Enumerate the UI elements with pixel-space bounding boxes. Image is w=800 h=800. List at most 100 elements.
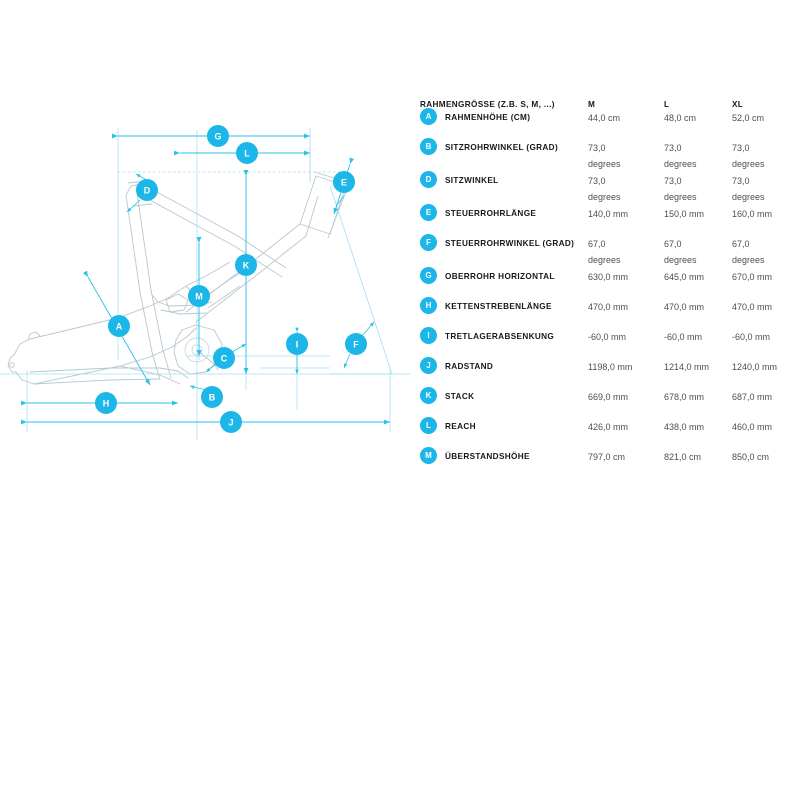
value-text: -60,0 mm xyxy=(664,332,703,342)
marker-circle xyxy=(201,386,223,408)
row-label-text: OBERROHR HORIZONTAL xyxy=(445,272,555,281)
value-cell-xl: 470,0 mm xyxy=(732,298,790,328)
diagram-marker-h: H xyxy=(95,392,117,414)
value-text: 470,0 mm xyxy=(732,302,773,312)
leader-C xyxy=(205,343,247,373)
value-text: 73,0 degrees xyxy=(588,143,621,169)
value-text: 821,0 cm xyxy=(664,452,702,462)
table-row: H KETTENSTREBENLÄNGE 470,0 mm 470,0 mm 470,0… xyxy=(420,297,790,328)
value-text: 73,0 degrees xyxy=(588,176,621,202)
marker-circle xyxy=(136,179,158,201)
diagram-marker-e: E xyxy=(333,171,355,193)
value-cell-m: 140,0 mm xyxy=(588,205,664,235)
value-cell-xl: 460,0 mm xyxy=(732,418,790,448)
diagram-marker-l: L xyxy=(236,142,258,164)
value-text: 470,0 mm xyxy=(664,302,705,312)
value-text: 73,0 degrees xyxy=(732,143,765,169)
marker-letter: D xyxy=(144,185,151,195)
diagram-marker-c: C xyxy=(213,347,235,369)
row-badge-f: F xyxy=(420,234,437,251)
row-label-cell: I TRETLAGERABSENKUNG xyxy=(420,327,588,358)
marker-letter: H xyxy=(103,398,110,408)
value-cell-m: 67,0 degrees xyxy=(588,235,664,268)
row-label-cell: L REACH xyxy=(420,417,588,448)
value-text: 678,0 mm xyxy=(664,392,705,402)
value-text: 150,0 mm xyxy=(664,209,705,219)
marker-circle xyxy=(220,411,242,433)
value-cell-xl: 687,0 mm xyxy=(732,388,790,418)
marker-circle xyxy=(286,333,308,355)
value-text: 460,0 mm xyxy=(732,422,773,432)
value-cell-l: 73,0 degrees xyxy=(664,172,732,205)
diagram-marker-b: B xyxy=(201,386,223,408)
value-cell-l: 438,0 mm xyxy=(664,418,732,448)
value-cell-l: 678,0 mm xyxy=(664,388,732,418)
value-text: 48,0 cm xyxy=(664,113,697,123)
value-cell-l: 67,0 degrees xyxy=(664,235,732,268)
value-text: 1198,0 mm xyxy=(588,362,633,372)
row-badge-h: H xyxy=(420,297,437,314)
value-cell-l: 73,0 degrees xyxy=(664,139,732,172)
row-label-text: STEUERROHRWINKEL (GRAD) xyxy=(445,239,575,248)
value-cell-xl: 73,0 degrees xyxy=(732,172,790,205)
leader-E xyxy=(335,195,345,207)
row-label-text: RADSTAND xyxy=(445,362,494,371)
value-cell-l: 645,0 mm xyxy=(664,268,732,298)
table-row: I TRETLAGERABSENKUNG -60,0 mm -60,0 mm -60,0… xyxy=(420,327,790,358)
value-text: 438,0 mm xyxy=(664,422,705,432)
marker-letter: B xyxy=(209,392,216,402)
value-text: 67,0 degrees xyxy=(664,239,697,265)
marker-circle xyxy=(213,347,235,369)
row-badge-l: L xyxy=(420,417,437,434)
value-text: -60,0 mm xyxy=(588,332,627,342)
value-text: 73,0 degrees xyxy=(732,176,765,202)
diagram-marker-f: F xyxy=(345,333,367,355)
header-size-m: M xyxy=(588,100,596,109)
row-badge-i: I xyxy=(420,327,437,344)
header-size-l: L xyxy=(664,100,670,109)
value-cell-m: 470,0 mm xyxy=(588,298,664,328)
diagram-marker-i: I xyxy=(286,333,308,355)
marker-letter: A xyxy=(116,321,123,331)
value-cell-xl: 850,0 cm xyxy=(732,448,790,478)
marker-circle xyxy=(235,254,257,276)
row-label-cell: G OBERROHR HORIZONTAL xyxy=(420,267,588,298)
value-text: 470,0 mm xyxy=(588,302,629,312)
marker-letter: E xyxy=(341,177,347,187)
row-label-cell: D SITZWINKEL xyxy=(420,171,588,205)
value-cell-l: 821,0 cm xyxy=(664,448,732,478)
row-label-text: TRETLAGERABSENKUNG xyxy=(445,332,555,341)
diagram-marker-d: D xyxy=(136,179,158,201)
marker-letter: K xyxy=(243,260,250,270)
table-header-row: RAHMENGRÖSSE (Z.B. S, M, ...) M L XL xyxy=(420,100,790,109)
value-cell-l: 150,0 mm xyxy=(664,205,732,235)
head-angle-line xyxy=(329,185,393,375)
marker-letter: F xyxy=(353,339,359,349)
row-label-text: REACH xyxy=(445,422,476,431)
value-text: 1214,0 mm xyxy=(664,362,710,372)
value-cell-xl: 52,0 cm xyxy=(732,109,790,139)
row-label-text: SITZWINKEL xyxy=(445,176,499,185)
row-badge-g: G xyxy=(420,267,437,284)
value-text: 850,0 cm xyxy=(732,452,770,462)
row-badge-e: E xyxy=(420,204,437,221)
marker-letter: L xyxy=(244,148,250,158)
diagram-marker-k: K xyxy=(235,254,257,276)
row-label-text: STACK xyxy=(445,392,475,401)
marker-circle xyxy=(345,333,367,355)
row-label-text: KETTENSTREBENLÄNGE xyxy=(445,302,552,311)
value-cell-xl: -60,0 mm xyxy=(732,328,790,358)
row-badge-d: D xyxy=(420,171,437,188)
value-cell-m: -60,0 mm xyxy=(588,328,664,358)
value-text: 645,0 mm xyxy=(664,272,705,282)
value-cell-m: 797,0 cm xyxy=(588,448,664,478)
